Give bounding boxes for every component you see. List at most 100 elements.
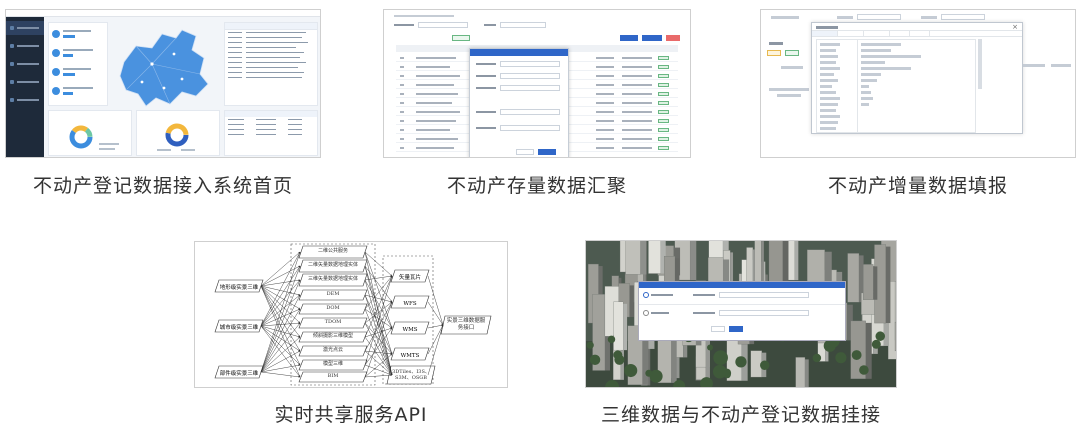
product-label: DOM [326,305,340,312]
radio-option[interactable] [643,310,649,316]
table-row [225,117,317,122]
stat-item [52,45,104,61]
product-node: 二维矢量数据地理实体 [298,259,368,273]
dialog-header [470,49,568,56]
caption-3d-mount: 三维数据与不动产登记数据挂接 [600,404,881,426]
tag[interactable] [785,50,799,56]
search-input[interactable] [941,14,985,20]
property-input[interactable] [719,292,809,298]
product-label: 三维矢量数据地理实体 [307,276,358,283]
list-item[interactable] [225,70,317,75]
service-label: WMS [402,327,417,333]
tab[interactable] [812,31,838,36]
filter-select[interactable] [500,22,546,28]
form-field[interactable] [500,85,560,91]
list-item[interactable] [225,40,317,45]
region-map[interactable] [112,24,222,110]
tab[interactable] [910,31,930,36]
menu-icon [10,98,14,102]
service-node: 矢量瓦片 [390,269,430,283]
product-group-frame [290,243,376,386]
product-label: 倾斜摄影三维模型 [312,333,353,340]
mount-dialog [638,281,846,341]
table-row [225,127,317,132]
add-button[interactable] [452,35,470,41]
service-node: WMS [390,321,430,335]
list-item[interactable] [225,75,317,80]
summary-table-card [224,110,318,156]
table-row [225,122,317,127]
property-grid [816,39,976,133]
source-label: 部件级实景三维 [220,369,259,377]
service-label: WFS [403,301,416,307]
detail-dialog: × [811,22,1023,134]
source-node: 城市级实景三维 [214,319,264,333]
list-item[interactable] [225,30,317,35]
tab[interactable] [838,31,864,36]
action-button[interactable] [620,35,638,41]
dialog-tabs [812,31,1022,37]
stat-item [52,64,104,80]
product-label: BIM [327,373,339,380]
form-field[interactable] [500,73,560,79]
confirm-button[interactable] [538,149,556,155]
product-label: DEM [326,291,340,298]
sidebar [6,17,44,157]
sidebar-item[interactable] [6,57,44,71]
product-node: 二维公共服务 [298,245,368,259]
service-node: WFS [390,295,430,309]
cancel-button[interactable] [711,326,725,332]
left-panel [765,42,811,157]
source-label: 城市级实景三维 [220,323,259,331]
close-icon[interactable]: × [1012,23,1018,31]
radio-option[interactable] [643,292,649,298]
confirm-button[interactable] [729,326,743,332]
stat-item [52,83,104,99]
sidebar-item[interactable] [6,93,44,107]
search-input[interactable] [418,22,468,28]
product-label: 激光点云 [322,347,343,354]
sidebar-item[interactable] [6,21,44,35]
product-label: TDOM [324,319,342,326]
product-node: TDOM [298,317,368,329]
sidebar-item[interactable] [6,75,44,89]
dashboard-screenshot [5,9,321,158]
list-item[interactable] [225,50,317,55]
stat-item [52,26,104,42]
list-item[interactable] [225,45,317,50]
edit-dialog [469,48,569,157]
table-row [225,132,317,137]
service-node: 3DTiles、I3S、S3M、OSGB [386,365,436,385]
product-label: 模型三维 [322,361,343,368]
activity-list [224,22,318,106]
tab[interactable] [890,31,910,36]
list-item[interactable] [225,55,317,60]
caption-stock-aggregation: 不动产存量数据汇聚 [446,175,627,197]
source-label: 地形级实景三维 [220,283,259,291]
service-node: WMTS [390,347,430,361]
list-item[interactable] [225,35,317,40]
menu-icon [10,44,14,48]
donut-chart-card [136,110,220,156]
scrollbar[interactable] [978,39,982,89]
caption-increment-entry: 不动产增量数据填报 [827,175,1008,197]
menu-icon [10,26,14,30]
tab[interactable] [864,31,890,36]
form-field[interactable] [500,61,560,67]
menu-icon [10,62,14,66]
donut-chart-card [48,110,132,156]
form-field[interactable] [500,109,560,115]
output-label: 实景三维数据服务接口 [446,318,486,331]
delete-button[interactable] [666,35,680,41]
list-item[interactable] [225,60,317,65]
list-item[interactable] [225,65,317,70]
cancel-button[interactable] [516,149,534,155]
sidebar-item[interactable] [6,39,44,53]
search-input[interactable] [857,14,901,20]
form-field[interactable] [500,125,560,131]
service-label: 3DTiles、I3S、S3M、OSGB [392,369,430,381]
action-button[interactable] [642,35,662,41]
property-input[interactable] [719,310,809,316]
tag[interactable] [767,50,781,56]
product-node: 激光点云 [298,345,368,357]
